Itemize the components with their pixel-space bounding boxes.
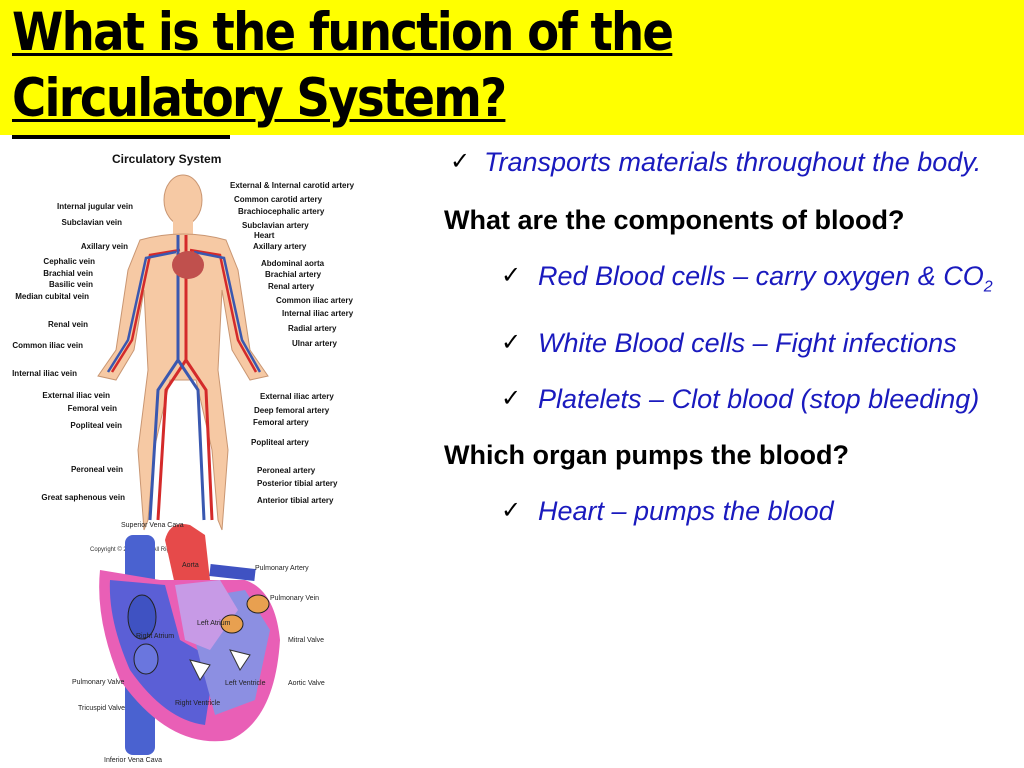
checkmark-icon: ✓ bbox=[501, 385, 522, 413]
title-underline bbox=[12, 135, 230, 139]
label-peroneal-vein: Peroneal vein bbox=[71, 465, 123, 474]
bullet-list: ✓ Transports materials throughout the bo… bbox=[444, 143, 1014, 548]
label-aortic-valve: Aortic Valve bbox=[288, 680, 325, 687]
label-popliteal-artery: Popliteal artery bbox=[251, 438, 309, 447]
question-components: What are the components of blood? bbox=[444, 205, 905, 235]
label-mitral-valve: Mitral Valve bbox=[288, 637, 324, 644]
label-pulmonary-valve: Pulmonary Valve bbox=[72, 679, 125, 686]
label-pulmonary-artery: Pulmonary Artery bbox=[255, 565, 309, 572]
label-posterior-tibial-artery: Posterior tibial artery bbox=[257, 479, 338, 488]
body-figure bbox=[97, 174, 269, 531]
label-deep-femoral-artery: Deep femoral artery bbox=[254, 406, 330, 415]
label-superior-vena-cava: Superior Vena Cava bbox=[121, 522, 184, 529]
label-right-ventricle: Right Ventricle bbox=[175, 700, 220, 707]
bullet-text: White Blood cells – Fight infections bbox=[538, 328, 957, 359]
bullet-transport: ✓ Transports materials throughout the bo… bbox=[444, 143, 1014, 181]
title-banner bbox=[0, 0, 1024, 135]
label-brachial-vein: Brachial vein bbox=[43, 269, 93, 278]
label-brachiocephalic-artery: Brachiocephalic artery bbox=[238, 207, 325, 216]
checkmark-icon: ✓ bbox=[501, 262, 522, 289]
bullet-text: Transports materials throughout the body… bbox=[484, 147, 982, 177]
label-subclavian-vein: Subclavian vein bbox=[62, 218, 123, 227]
label-subclavian-artery: Subclavian artery bbox=[242, 221, 309, 230]
label-external-iliac-vein: External iliac vein bbox=[42, 391, 110, 400]
label-external-iliac-artery: External iliac artery bbox=[260, 392, 334, 401]
subscript: 2 bbox=[983, 278, 993, 296]
label-common-iliac-vein: Common iliac vein bbox=[12, 341, 83, 350]
label-left-ventricle: Left Ventricle bbox=[225, 680, 266, 687]
bullet-text: Platelets – Clot blood (stop bleeding) bbox=[538, 384, 980, 415]
label-internal-jugular-vein: Internal jugular vein bbox=[57, 202, 133, 211]
label-pulmonary-vein: Pulmonary Vein bbox=[270, 595, 319, 602]
label-common-carotid-artery: Common carotid artery bbox=[234, 195, 323, 204]
label-carotid-artery: External & Internal carotid artery bbox=[230, 181, 355, 190]
diagram-title: Circulatory System bbox=[112, 152, 221, 166]
heart-illustration: Superior Vena Cava Aorta Pulmonary Arter… bbox=[72, 522, 325, 764]
slide-title: What is the function of the Circulatory … bbox=[12, 2, 674, 129]
label-median-cubital-vein: Median cubital vein bbox=[15, 292, 89, 301]
checkmark-icon: ✓ bbox=[501, 329, 522, 357]
question-organ: Which organ pumps the blood? bbox=[444, 440, 849, 471]
circulatory-diagram: Circulatory System Internal jugular vein… bbox=[12, 152, 355, 764]
checkmark-icon: ✓ bbox=[450, 148, 471, 175]
bullet-platelets: ✓ Platelets – Clot blood (stop bleeding) bbox=[444, 380, 1014, 418]
label-tricuspid-valve: Tricuspid Valve bbox=[78, 705, 125, 712]
label-cephalic-vein: Cephalic vein bbox=[43, 257, 95, 266]
label-inferior-vena-cava: Inferior Vena Cava bbox=[104, 757, 162, 764]
label-basilic-vein: Basilic vein bbox=[49, 280, 93, 289]
label-heart: Heart bbox=[254, 231, 275, 240]
label-right-atrium: Right Atrium bbox=[136, 633, 174, 640]
right-artery-labels: External & Internal carotid artery Commo… bbox=[230, 181, 355, 505]
label-internal-iliac-artery: Internal iliac artery bbox=[282, 309, 354, 318]
label-aorta: Aorta bbox=[182, 562, 199, 569]
bullet-heart: ✓ Heart – pumps the blood bbox=[444, 492, 1014, 530]
left-vein-labels: Internal jugular vein Subclavian vein Ax… bbox=[12, 202, 133, 502]
label-common-iliac-artery: Common iliac artery bbox=[276, 296, 353, 305]
label-anterior-tibial-artery: Anterior tibial artery bbox=[257, 496, 334, 505]
label-renal-artery: Renal artery bbox=[268, 282, 315, 291]
bullet-white-blood-cells: ✓ White Blood cells – Fight infections bbox=[444, 324, 1014, 362]
bullet-red-blood-cells: ✓ Red Blood cells – carry oxygen & CO2 bbox=[444, 257, 1014, 306]
label-great-saphenous-vein: Great saphenous vein bbox=[41, 493, 125, 502]
label-femoral-vein: Femoral vein bbox=[68, 404, 117, 413]
checkmark-icon: ✓ bbox=[501, 497, 522, 525]
bullet-text: Red Blood cells – carry oxygen & CO2 bbox=[538, 261, 993, 296]
label-popliteal-vein: Popliteal vein bbox=[70, 421, 122, 430]
label-axillary-artery: Axillary artery bbox=[253, 242, 307, 251]
label-ulnar-artery: Ulnar artery bbox=[292, 339, 337, 348]
label-peroneal-artery: Peroneal artery bbox=[257, 466, 316, 475]
label-axillary-vein: Axillary vein bbox=[81, 242, 128, 251]
label-femoral-artery: Femoral artery bbox=[253, 418, 309, 427]
label-radial-artery: Radial artery bbox=[288, 324, 337, 333]
label-internal-iliac-vein: Internal iliac vein bbox=[12, 369, 77, 378]
label-renal-vein: Renal vein bbox=[48, 320, 88, 329]
label-left-atrium: Left Atrium bbox=[197, 620, 231, 627]
label-abdominal-aorta: Abdominal aorta bbox=[261, 259, 325, 268]
bullet-text: Heart – pumps the blood bbox=[538, 496, 834, 527]
label-brachial-artery: Brachial artery bbox=[265, 270, 322, 279]
